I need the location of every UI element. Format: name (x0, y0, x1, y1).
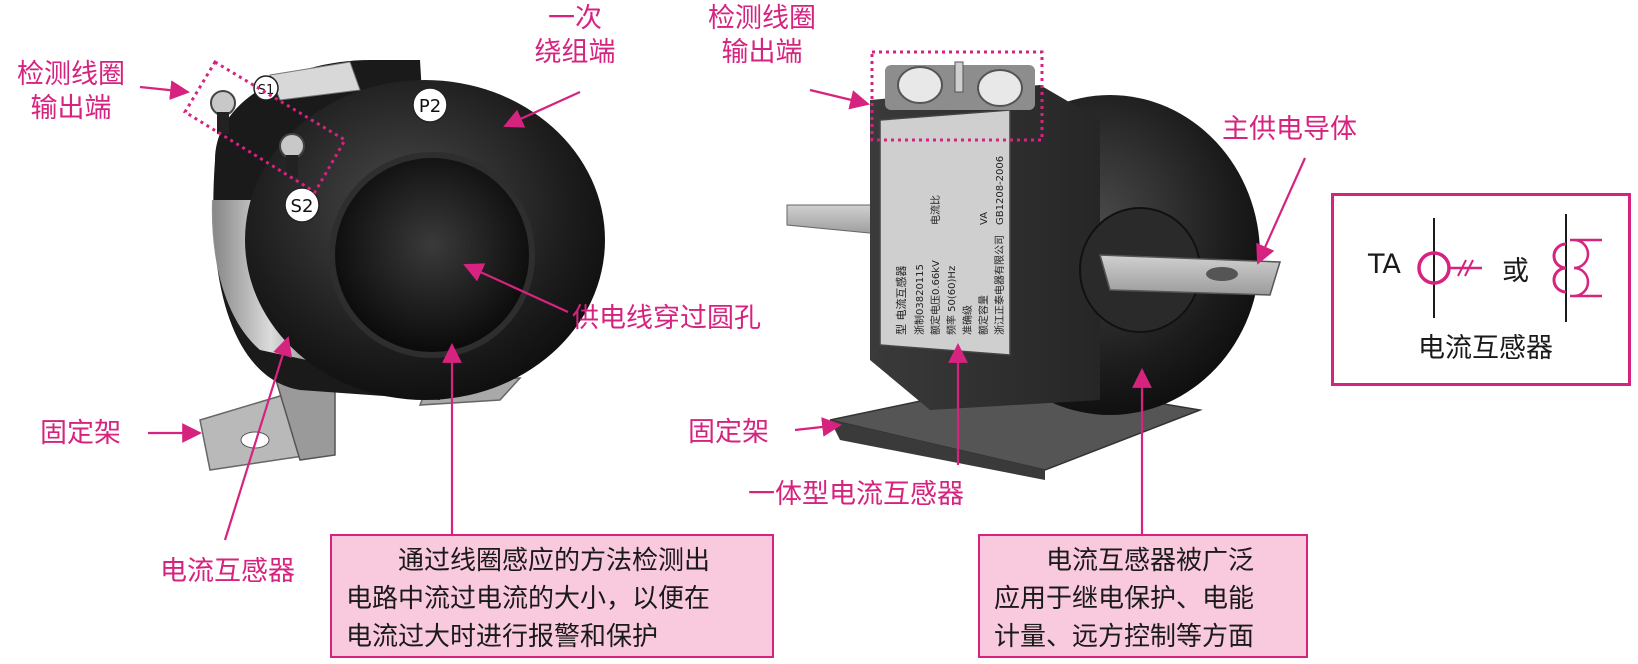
right-ct-photo (786, 61, 1281, 480)
label-hole: 供电线穿过圆孔 (572, 303, 761, 334)
label-left-ct: 电流互感器 (160, 556, 295, 587)
note-left-line3: 电流过大时进行报警和保护 (346, 622, 659, 652)
nameplate-standard: GB1208-2006 (995, 156, 1006, 225)
nameplate-ratio: 电流比 (929, 195, 942, 225)
label-right-output-line1: 检测线圈 (708, 3, 816, 34)
pointer-arrows (139, 80, 1307, 541)
note-right-line2: 应用于继电保护、电能 (994, 584, 1255, 614)
arrow-right-output (809, 88, 870, 110)
label-left-output-line2: 输出端 (30, 93, 112, 124)
s1-label: S1 (258, 83, 275, 98)
nameplate-code: 浙制03820115 (913, 264, 926, 335)
right-output-highlight (870, 50, 1044, 142)
symbol-ta: TA (1368, 249, 1401, 280)
nameplate-frequency: 频率 50(60)Hz (945, 266, 958, 335)
label-left-output-line1: 检测线圈 (17, 59, 125, 90)
nameplate-maker: 浙江正泰电器有限公司 (993, 235, 1006, 335)
coil-symbol (1552, 242, 1567, 294)
symbol-slash-2 (1464, 259, 1474, 277)
nameplate: 型 电流互感器 浙制03820115 额定电压0.66kV 频率 50(60)H… (894, 156, 1006, 335)
nameplate-accuracy: 准确级 (961, 305, 974, 335)
label-primary-winding: 一次 绕组端 (520, 2, 630, 70)
note-left-line2: 电路中流过电流的大小，以便在 (346, 584, 711, 614)
left-ct-photo (199, 60, 605, 471)
s2-terminal-mark (284, 187, 320, 223)
arrow-primary (503, 90, 581, 128)
symbol-box: TA 或 电流互感器 (1331, 193, 1631, 386)
s2-label: S2 (291, 196, 314, 217)
symbol-slash-1 (1457, 259, 1467, 277)
label-left-output: 检测线圈 输出端 (0, 58, 142, 126)
symbol-drawing (1417, 214, 1602, 322)
note-right-line1: 电流互感器被广泛 (1046, 546, 1255, 576)
label-right-output-line2: 输出端 (721, 37, 803, 68)
left-output-highlight (182, 59, 348, 195)
label-right-bracket: 固定架 (688, 417, 769, 448)
p2-terminal-mark (412, 87, 448, 123)
arrow-main-conductor (1256, 157, 1307, 265)
s1-terminal-mark (253, 75, 279, 101)
arrow-hole (463, 263, 569, 314)
label-primary-line1: 一次 (548, 3, 602, 34)
label-main-conductor: 主供电导体 (1222, 114, 1357, 145)
note-right-line3: 计量、远方控制等方面 (994, 622, 1255, 652)
label-left-bracket: 固定架 (40, 418, 121, 449)
nameplate-capacity: 额定容量 (977, 295, 990, 335)
symbol-caption: 电流互感器 (1418, 333, 1553, 364)
arrow-left-ct (223, 336, 293, 541)
secondary-coil-symbol (1570, 238, 1602, 298)
arrow-left-output (139, 80, 190, 101)
label-right-output: 检测线圈 输出端 (697, 2, 827, 70)
nameplate-va: VA (979, 212, 990, 225)
note-left: 通过线圈感应的方法检测出 电路中流过电流的大小，以便在 电流过大时进行报警和保护 (330, 534, 774, 658)
p2-label: P2 (419, 96, 441, 117)
label-integrated-ct: 一体型电流互感器 (748, 479, 964, 510)
note-left-line1: 通过线圈感应的方法检测出 (398, 546, 711, 576)
nameplate-voltage: 额定电压0.66kV (929, 260, 942, 335)
note-right: 电流互感器被广泛 应用于继电保护、电能 计量、远方控制等方面 (978, 534, 1308, 658)
nameplate-title: 型 电流互感器 (894, 266, 908, 336)
symbol-or: 或 (1502, 256, 1529, 287)
label-primary-line2: 绕组端 (534, 37, 616, 68)
arrow-right-bracket (794, 417, 842, 437)
